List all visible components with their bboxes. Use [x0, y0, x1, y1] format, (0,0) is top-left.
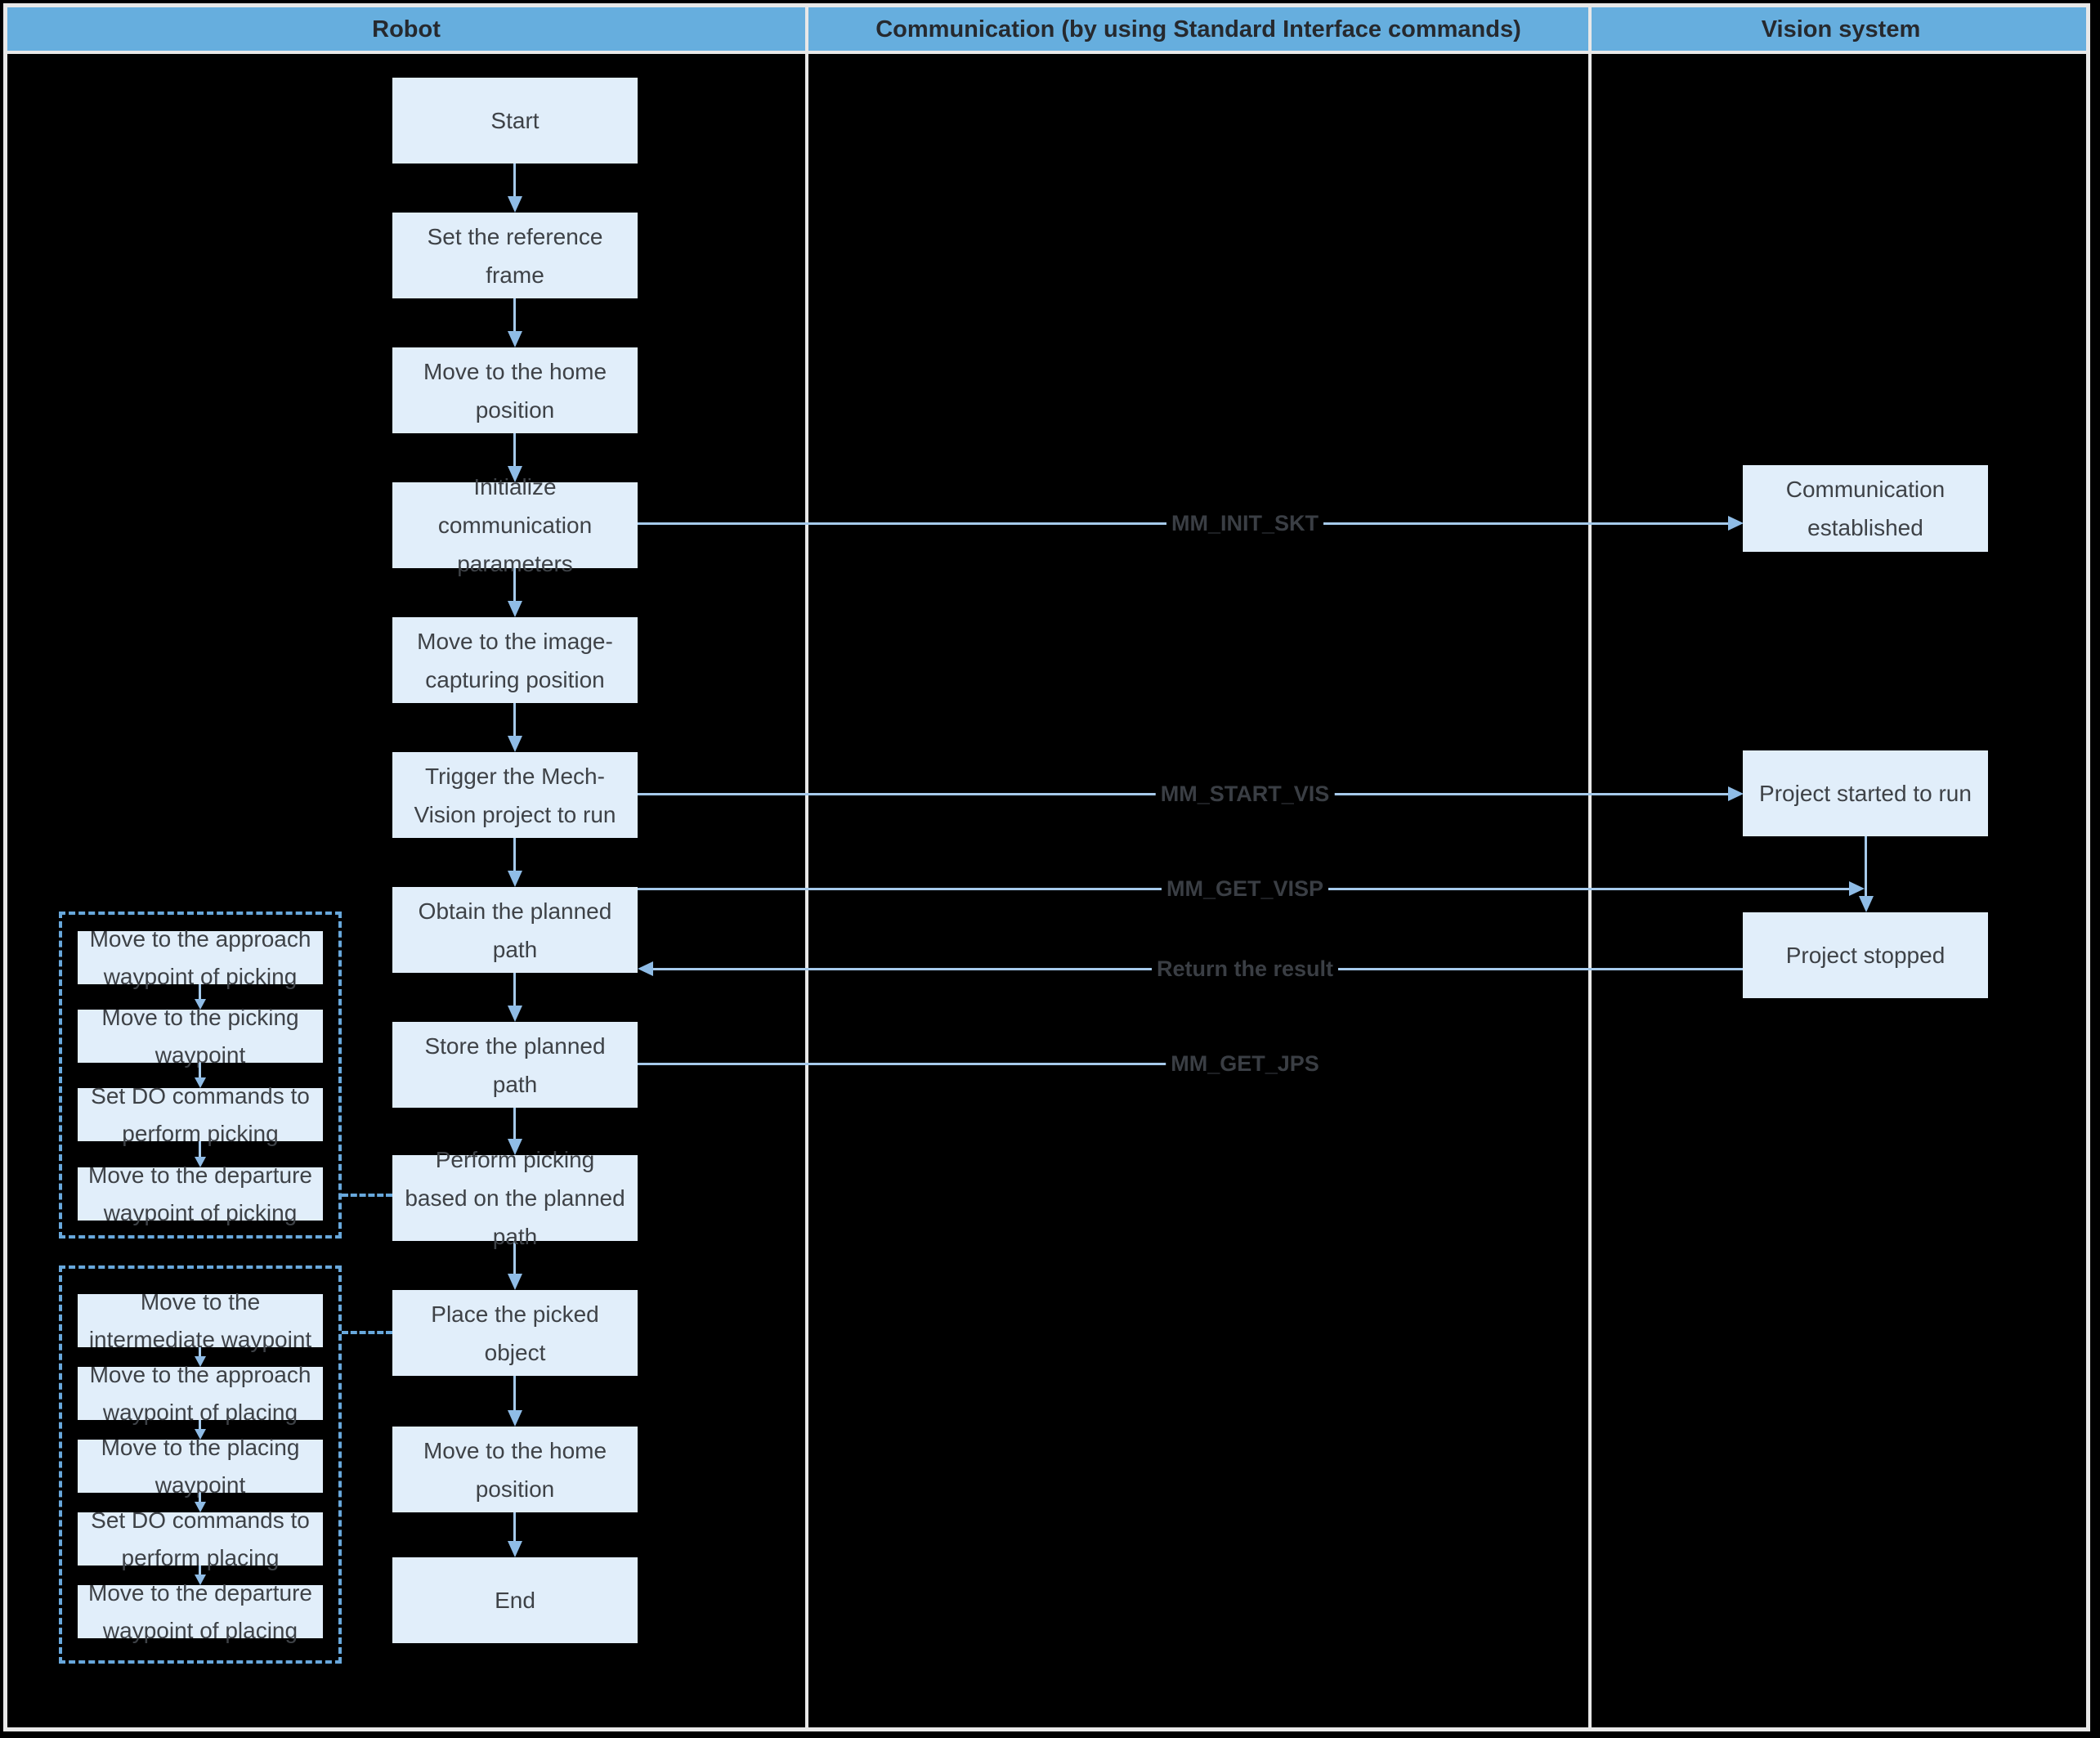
placing-box-set-do-commands: Set DO commands to perform placing [78, 1507, 323, 1570]
lane-divider-communication-vision [1588, 3, 1592, 1731]
command-label-return-result: Return the result [1151, 952, 1339, 985]
vision-box-project-started: Project started to run [1743, 750, 1988, 836]
lane-divider-robot-communication [805, 3, 808, 1731]
flow-box-move-home-2: Move to the home position [392, 1427, 638, 1512]
down-arrow-connector [508, 703, 522, 752]
flow-box-perform-picking: Perform picking based on the planned pat… [392, 1147, 638, 1249]
down-arrow-connector [508, 1108, 522, 1155]
picking-box-picking-waypoint: Move to the picking waypoint [78, 1005, 323, 1068]
right-arrowhead-icon [1728, 516, 1744, 531]
picking-group-link-dashed [342, 1194, 392, 1197]
table-outer-border [3, 3, 2090, 1731]
lane-title-communication: Communication (by using Standard Interfa… [875, 16, 1521, 43]
placing-group-link-dashed [342, 1331, 392, 1334]
flow-box-move-image-capturing: Move to the image-capturing position [392, 617, 638, 703]
flow-box-end: End [392, 1557, 638, 1643]
down-arrow-connector [195, 1566, 206, 1585]
picking-box-departure-waypoint: Move to the departure waypoint of pickin… [78, 1162, 323, 1225]
picking-subroutine-group [59, 912, 342, 1239]
down-arrow-connector [508, 973, 522, 1022]
down-arrow-connector [508, 298, 522, 347]
flow-box-move-home-1: Move to the home position [392, 347, 638, 433]
right-arrowhead-icon [1849, 881, 1865, 896]
placing-box-intermediate-waypoint: Move to the intermediate waypoint [78, 1289, 323, 1352]
down-arrow-connector [508, 838, 522, 887]
picking-box-set-do-commands: Set DO commands to perform picking [78, 1083, 323, 1146]
command-label-mm-get-visp: MM_GET_VISP [1161, 872, 1329, 905]
down-arrow-connector [195, 1063, 206, 1088]
vision-box-project-stopped: Project stopped [1743, 912, 1988, 998]
flow-box-set-reference-frame: Set the reference frame [392, 213, 638, 298]
placing-box-approach-waypoint: Move to the approach waypoint of placing [78, 1362, 323, 1425]
lane-title-robot: Robot [372, 16, 441, 43]
flow-box-start: Start [392, 78, 638, 163]
swimlane-header-bar [7, 7, 2090, 51]
down-arrow-connector [195, 984, 206, 1010]
command-line-mm-get-jps [638, 1063, 1181, 1065]
left-arrowhead-icon [638, 961, 653, 976]
down-arrow-connector [195, 1493, 206, 1512]
down-arrow-connector [195, 1347, 206, 1367]
placing-box-departure-waypoint: Move to the departure waypoint of placin… [78, 1580, 323, 1643]
down-arrow-connector [195, 1141, 206, 1167]
flow-box-trigger-mech-vision: Trigger the Mech-Vision project to run [392, 752, 638, 838]
flow-box-store-planned-path: Store the planned path [392, 1022, 638, 1108]
down-arrow-connector [508, 1376, 522, 1427]
flow-box-place-picked-object: Place the picked object [392, 1290, 638, 1376]
command-label-mm-start-vis: MM_START_VIS [1155, 777, 1335, 810]
flow-box-obtain-planned-path: Obtain the planned path [392, 887, 638, 973]
down-arrow-connector [508, 1512, 522, 1557]
down-arrow-connector [508, 163, 522, 213]
down-arrow-connector [1859, 836, 1874, 912]
down-arrow-connector [508, 1241, 522, 1290]
placing-box-placing-waypoint: Move to the placing waypoint [78, 1435, 323, 1498]
down-arrow-connector [508, 433, 522, 482]
picking-box-approach-waypoint: Move to the approach waypoint of picking [78, 926, 323, 989]
vision-box-communication-established: Communication established [1743, 465, 1988, 552]
command-label-mm-get-jps: MM_GET_JPS [1166, 1047, 1324, 1080]
lane-title-vision: Vision system [1761, 16, 1921, 43]
right-arrowhead-icon [1728, 786, 1744, 801]
command-label-mm-init-skt: MM_INIT_SKT [1166, 507, 1324, 540]
placing-subroutine-group [59, 1265, 342, 1664]
down-arrow-connector [508, 568, 522, 617]
flow-box-initialize-communication: Initialize communication parameters [392, 474, 638, 576]
header-bottom-border [3, 51, 2090, 54]
down-arrow-connector [195, 1420, 206, 1440]
